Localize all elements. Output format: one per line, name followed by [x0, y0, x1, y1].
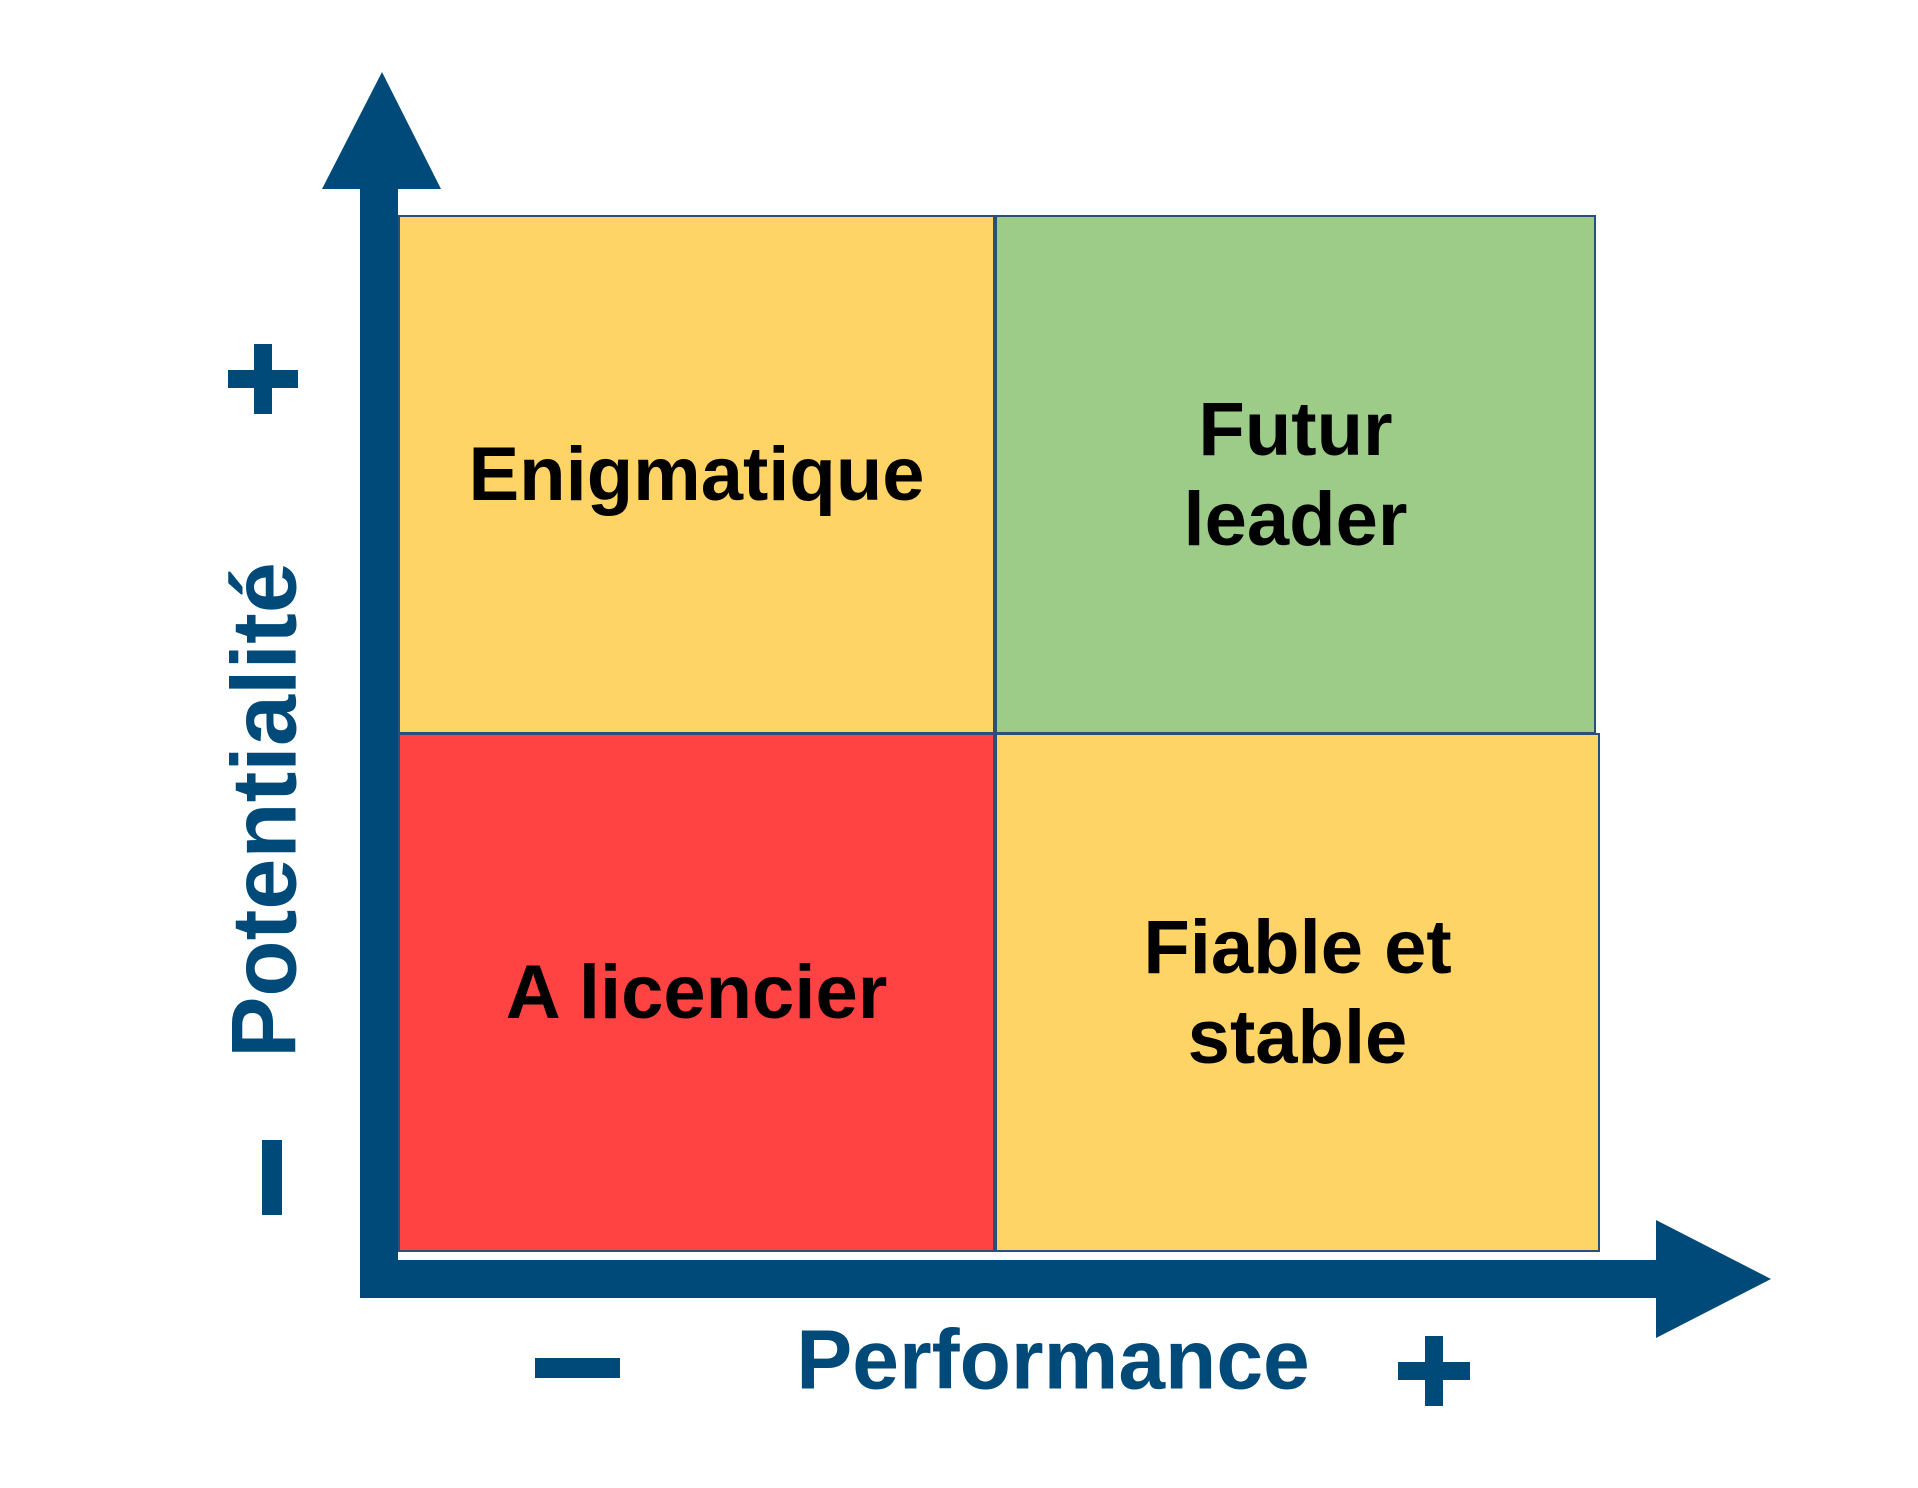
x-axis-arrowhead [1656, 1220, 1771, 1338]
x-axis-title: Performance [796, 1312, 1310, 1407]
y-axis-arrowhead [322, 72, 441, 189]
quadrant-label-a-licencier: A licencier [505, 949, 888, 1035]
x-axis-line [360, 1260, 1660, 1298]
quadrant-fiable-et-stable: Fiable et stable [995, 733, 1600, 1252]
quadrant-enigmatique: Enigmatique [398, 215, 995, 734]
quadrant-label-fiable-et-stable: Fiable et stable [1143, 904, 1452, 1080]
quadrant-label-enigmatique: Enigmatique [468, 431, 925, 517]
quadrant-label-futur-leader: Futur leader [1183, 386, 1408, 562]
quadrant-a-licencier: A licencier [398, 733, 995, 1252]
y-axis-title: Potentialité [213, 562, 316, 1058]
y-axis-line [360, 185, 398, 1298]
